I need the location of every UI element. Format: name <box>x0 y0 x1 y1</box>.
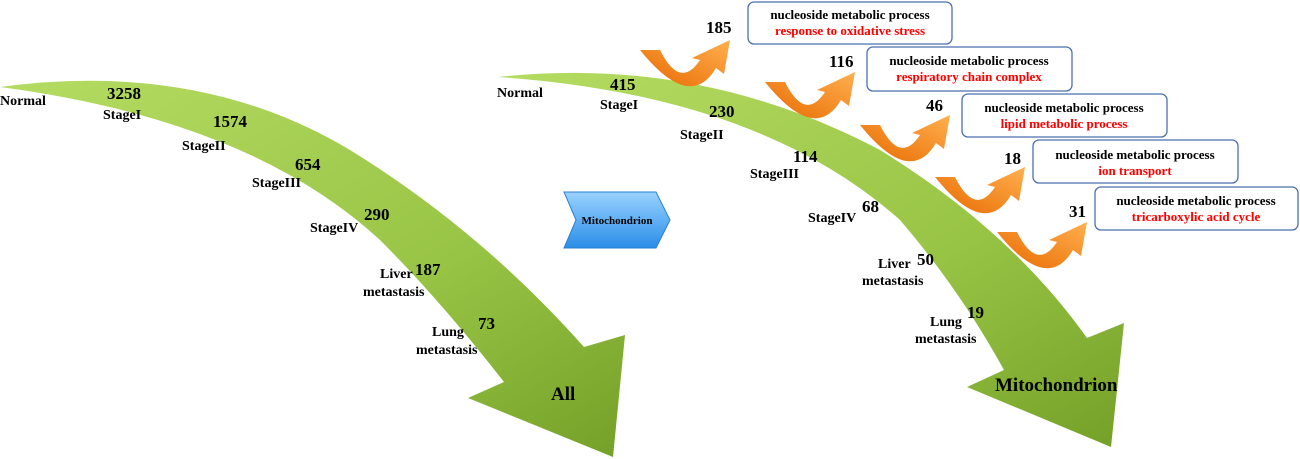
stage-count: 50 <box>917 250 934 269</box>
stage-label: metastasis <box>862 274 924 289</box>
stage-label: Liver <box>878 257 911 272</box>
stage-label: metastasis <box>363 285 425 300</box>
stage-label: Normal <box>0 94 46 109</box>
stage-label: Lung <box>930 315 962 330</box>
stage-label: StageIV <box>310 221 358 236</box>
stage-label: StageIII <box>750 167 799 182</box>
right-stage-labels: Normal 415 StageI 230 StageII 114 StageI… <box>497 75 1118 396</box>
enrichment-box: nucleoside metabolic process tricarboxyl… <box>1094 186 1299 231</box>
left-curved-arrow <box>0 80 625 458</box>
chevron-label: Mitochondrion <box>582 215 653 227</box>
enrichment-box: nucleoside metabolic process ion transpo… <box>1032 139 1239 184</box>
stage-count: 73 <box>478 314 495 333</box>
stage-label: Lung <box>432 325 464 340</box>
enrichment-count: 18 <box>1004 149 1021 168</box>
stage-label: StageII <box>680 128 724 143</box>
box-term: nucleoside metabolic process <box>770 7 929 22</box>
box-term: nucleoside metabolic process <box>1116 193 1275 208</box>
stage-count: 187 <box>415 260 441 279</box>
stage-count: 3258 <box>107 84 141 103</box>
left-stage-labels: Normal 3258 StageI 1574 StageII 654 Stag… <box>0 84 575 405</box>
stage-count: 290 <box>364 205 390 224</box>
stage-label: StageIII <box>252 176 301 191</box>
enrichment-count: 116 <box>829 52 854 71</box>
box-term: nucleoside metabolic process <box>1055 147 1214 162</box>
box-highlight-term: ion transport <box>1098 163 1172 178</box>
enrichment-box: nucleoside metabolic process response to… <box>747 1 953 45</box>
stage-count: 415 <box>610 75 636 94</box>
box-term: nucleoside metabolic process <box>889 53 1048 68</box>
box-highlight-term: lipid metabolic process <box>1001 116 1128 131</box>
stage-label: metastasis <box>416 343 478 358</box>
stage-count: 19 <box>967 303 984 322</box>
enrichment-count: 185 <box>706 18 732 37</box>
stage-count: 1574 <box>213 112 248 131</box>
enrichment-count: 31 <box>1069 202 1086 221</box>
stage-count: 230 <box>709 102 735 121</box>
stage-label: StageII <box>182 139 226 154</box>
stage-label: Liver <box>380 267 413 282</box>
box-highlight-term: respiratory chain complex <box>896 69 1042 84</box>
mitochondrion-chevron: Mitochondrion <box>563 191 671 249</box>
stage-count: 68 <box>862 197 879 216</box>
left-arrow-title: All <box>551 384 575 405</box>
enrichment-box: nucleoside metabolic process lipid metab… <box>961 93 1168 138</box>
stage-label: StageI <box>600 98 638 113</box>
stage-label: Normal <box>497 86 543 101</box>
box-term: nucleoside metabolic process <box>984 100 1143 115</box>
stage-count: 654 <box>295 155 321 174</box>
box-highlight-term: tricarboxylic acid cycle <box>1132 209 1261 224</box>
enrichment-box: nucleoside metabolic process respiratory… <box>866 46 1073 92</box>
stage-label: StageIV <box>808 211 856 226</box>
enrichment-count: 46 <box>926 96 943 115</box>
right-curved-arrow <box>498 72 1124 447</box>
stage-label: metastasis <box>915 332 977 347</box>
right-arrow-title: Mitochondrion <box>995 375 1118 396</box>
stage-count: 114 <box>793 147 818 166</box>
box-highlight-term: response to oxidative stress <box>775 23 925 38</box>
stage-label: StageI <box>103 108 141 123</box>
